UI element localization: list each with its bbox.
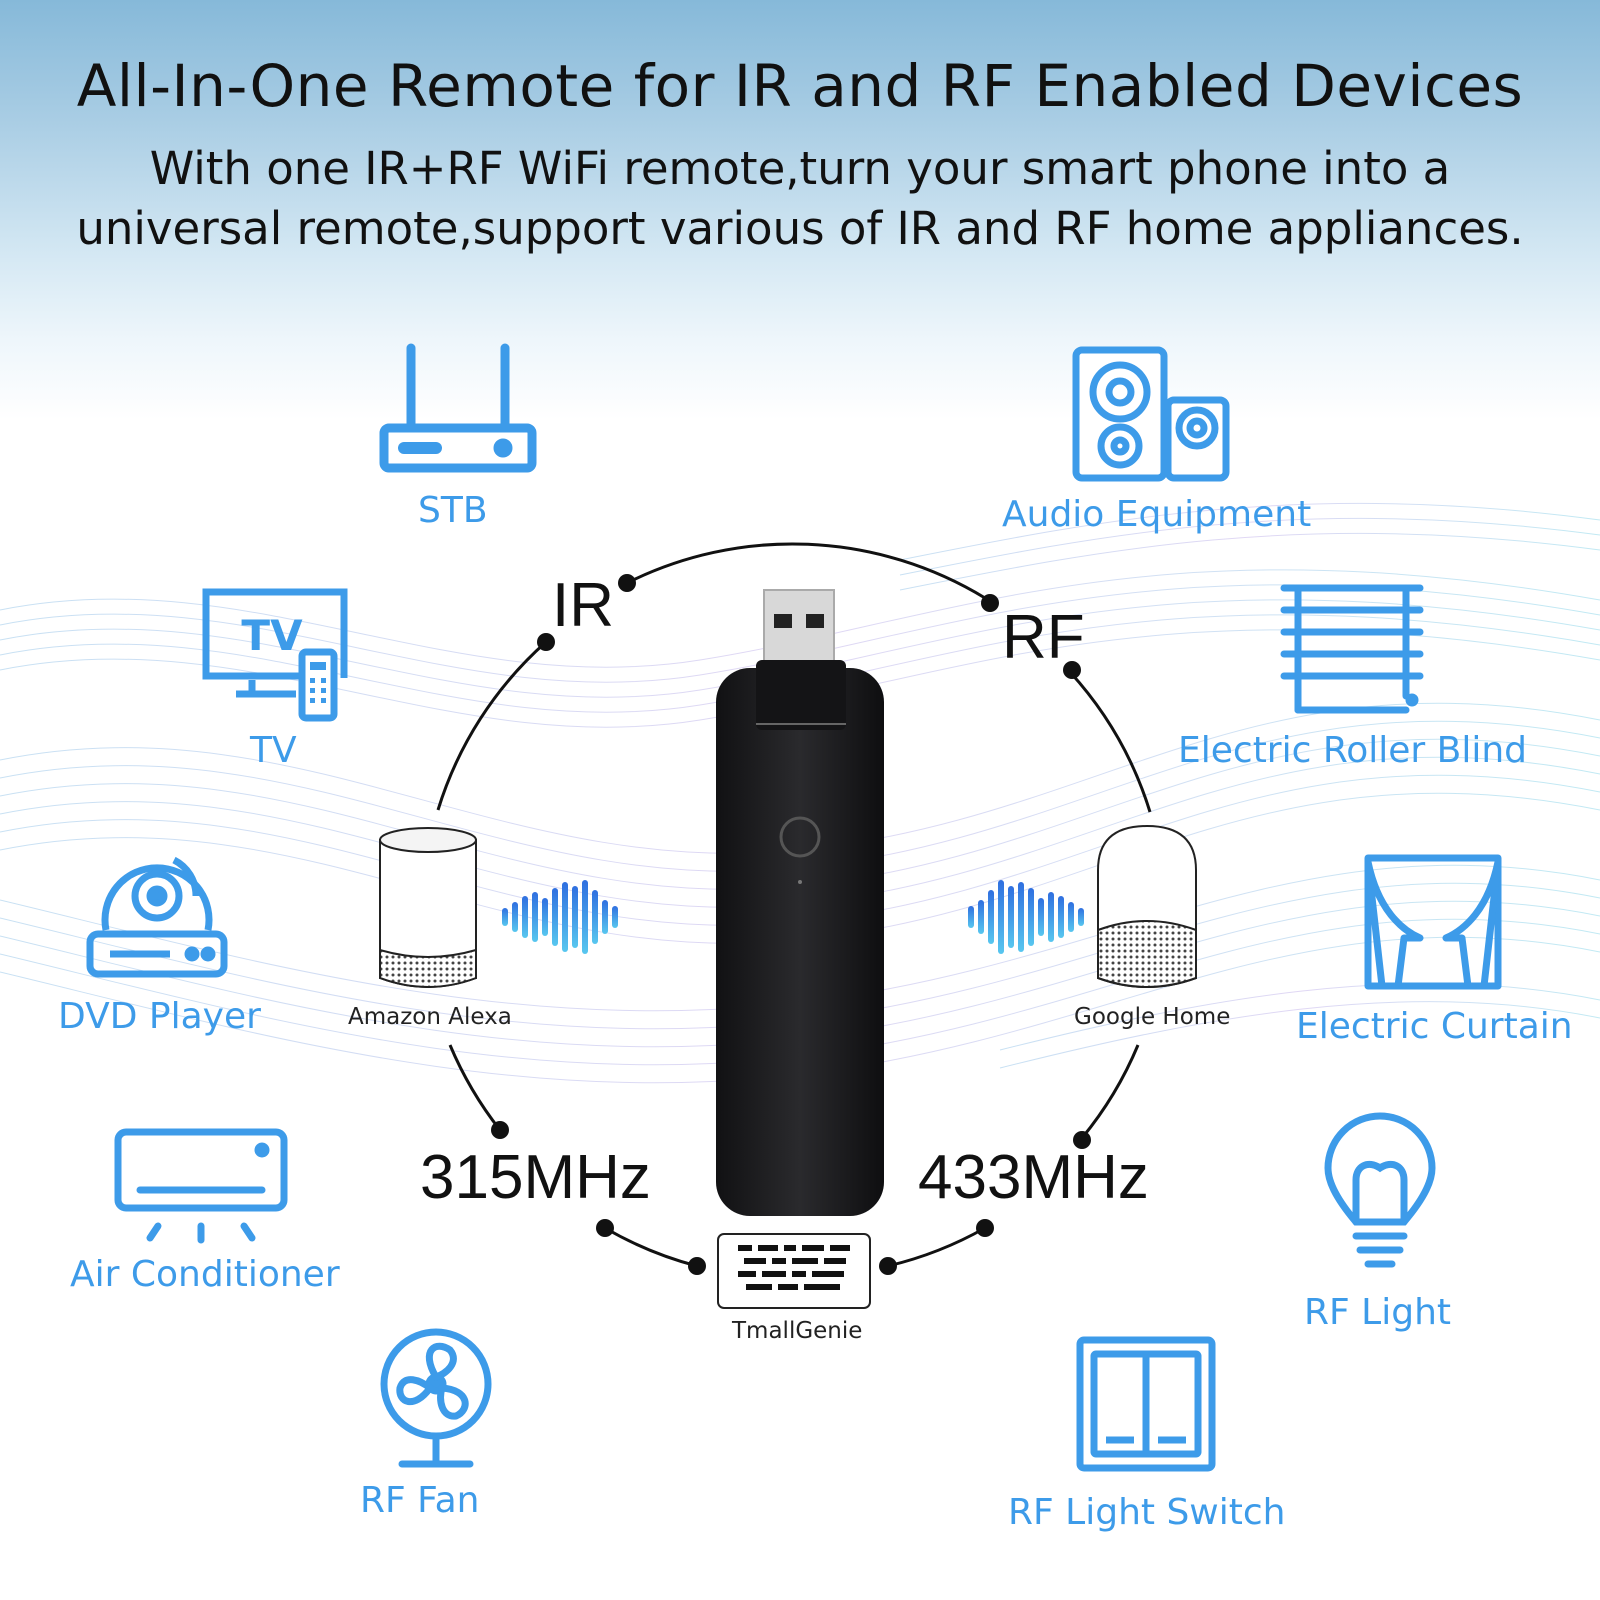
rf-light-icon [1324, 1112, 1436, 1268]
voice-wave-right-icon [968, 880, 1084, 954]
voice-wave-left-icon [502, 880, 618, 954]
frequency-433-label: 433MHz [918, 1143, 1149, 1212]
audio-equipment-icon [1072, 346, 1230, 482]
stb-label: STB [418, 490, 488, 531]
subtitle-line-2: universal remote,support various of IR a… [76, 202, 1524, 255]
rf-light-label: RF Light [1304, 1292, 1452, 1333]
electric-curtain-icon [1364, 854, 1502, 990]
tv-icon: TV [202, 588, 348, 722]
rf-light-switch-icon [1076, 1336, 1216, 1472]
tmall-genie-label: TmallGenie [732, 1318, 863, 1344]
tmall-genie-speaker-icon [717, 1233, 871, 1309]
google-home-speaker-icon [1097, 824, 1197, 988]
air-conditioner-label: Air Conditioner [70, 1254, 340, 1295]
frequency-315-label: 315MHz [420, 1143, 651, 1212]
tv-label: TV [250, 730, 297, 771]
usb-dongle-icon [716, 589, 884, 1216]
dvd-player-label: DVD Player [58, 996, 261, 1037]
electric-roller-blind-label: Electric Roller Blind [1178, 730, 1528, 771]
amazon-alexa-label: Amazon Alexa [348, 1004, 512, 1030]
stb-router-icon [379, 343, 537, 473]
tv-icon-text: TV [241, 611, 303, 660]
electric-roller-blind-icon [1280, 584, 1424, 714]
rf-light-switch-label: RF Light Switch [1008, 1492, 1286, 1533]
subtitle-line-1: With one IR+RF WiFi remote,turn your sma… [149, 142, 1451, 195]
rf-fan-label: RF Fan [360, 1480, 480, 1521]
google-home-label: Google Home [1074, 1004, 1231, 1030]
page-title: All-In-One Remote for IR and RF Enabled … [76, 52, 1524, 120]
audio-equipment-label: Audio Equipment [1002, 494, 1312, 535]
dvd-player-icon [86, 856, 228, 978]
rf-fan-icon [380, 1328, 492, 1468]
air-conditioner-icon [114, 1128, 288, 1244]
connection-dots [491, 574, 1091, 1275]
rf-band-label: RF [1002, 603, 1085, 672]
electric-curtain-label: Electric Curtain [1296, 1006, 1573, 1047]
amazon-alexa-speaker-icon [379, 827, 477, 988]
ir-band-label: IR [552, 571, 614, 640]
